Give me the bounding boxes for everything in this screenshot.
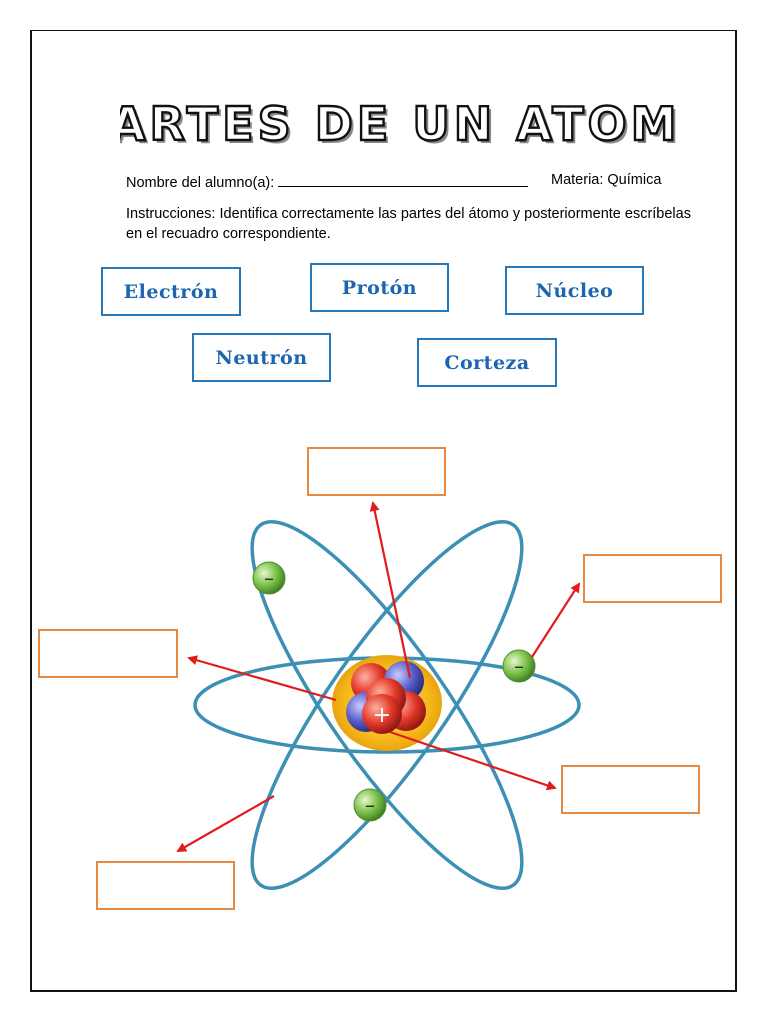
proton-sign: +: [373, 703, 391, 728]
word-box-neutron: Neutrón: [192, 333, 331, 382]
answer-box-bottom-left[interactable]: [96, 861, 235, 910]
page-border: [30, 30, 737, 992]
electron-particle: [353, 788, 387, 822]
word-proton: Protón: [341, 276, 418, 299]
electron-particle: [502, 649, 536, 683]
pointer-arrows: [176, 501, 581, 852]
arrow-to-top-box: [369, 501, 412, 679]
arrow-to-left-box: [187, 655, 337, 702]
student-name-field: Nombre del alumno(a):: [126, 172, 529, 191]
answer-box-top[interactable]: [307, 447, 446, 496]
electron-sign: –: [264, 566, 274, 590]
electron-sign: –: [514, 654, 524, 678]
arrow-to-right-bottom-box: [389, 730, 557, 791]
page-title: PARTES DE UN ATOMO PARTES DE UN ATOMO: [120, 96, 680, 154]
arrow-to-right-top-box: [531, 582, 581, 658]
answer-box-left[interactable]: [38, 629, 178, 678]
student-name-blank[interactable]: [278, 172, 529, 187]
proton-particle-front: [362, 694, 402, 734]
word-box-electron: Electrón: [101, 267, 241, 316]
electrons: – – –: [252, 561, 536, 822]
orbit-diagonal-right: [250, 519, 524, 891]
arrow-to-bottom-left-box: [176, 795, 275, 852]
word-electron: Electrón: [123, 280, 219, 303]
answer-box-right-bottom[interactable]: [561, 765, 700, 814]
word-box-shell: Corteza: [417, 338, 557, 387]
nucleus: +: [332, 655, 442, 751]
word-box-nucleus: Núcleo: [505, 266, 644, 315]
electron-particle: [252, 561, 286, 595]
word-box-proton: Protón: [310, 263, 449, 312]
word-shell: Corteza: [444, 351, 530, 374]
instructions-text: Instrucciones: Identifica correctamente …: [126, 206, 691, 242]
svg-text:PARTES DE UN ATOMO: PARTES DE UN ATOMO: [120, 100, 680, 154]
page-title-text: PARTES DE UN ATOMO: [120, 97, 680, 151]
student-name-label: Nombre del alumno(a):: [126, 175, 275, 191]
orbit-diagonal-left: [250, 519, 524, 891]
word-neutron: Neutrón: [215, 346, 308, 369]
subject-label: Materia: Química: [551, 172, 662, 188]
answer-box-right-top[interactable]: [583, 554, 722, 603]
word-nucleus: Núcleo: [535, 279, 614, 302]
electron-sign: –: [365, 793, 375, 817]
